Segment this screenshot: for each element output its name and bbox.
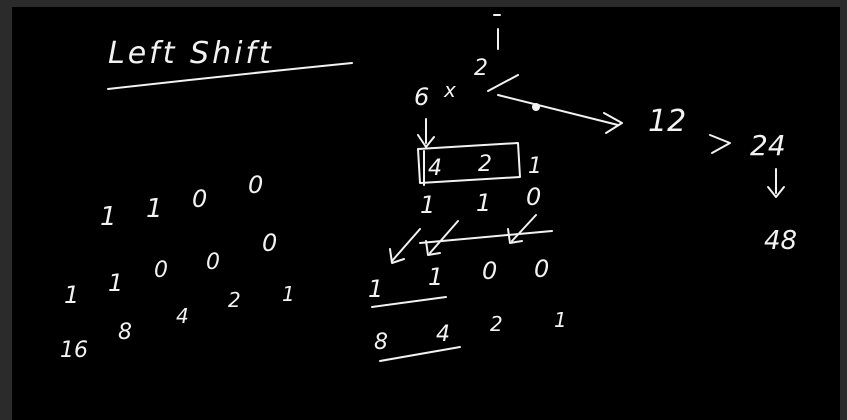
row-c-bit-1: 1: [476, 189, 491, 217]
weight-right-2: 2: [490, 312, 503, 336]
row-b-bit-1: 1: [108, 269, 123, 297]
expr-power: 2: [474, 56, 488, 81]
title-text: Left Shift: [108, 36, 274, 71]
weight-right-8: 8: [374, 330, 388, 355]
expr-times: x: [443, 78, 456, 102]
boxed-2: 2: [478, 152, 492, 177]
row-a-bit-3: 0: [248, 171, 263, 199]
row-a-bit-2: 0: [192, 185, 207, 213]
boxed-trailing: 1: [528, 154, 542, 179]
handwriting-layer: Left Shift 6 x 2 12 24 48 4 2 1: [60, 14, 797, 363]
weight-left-1: 1: [282, 282, 295, 306]
arrow-to-12: [497, 94, 623, 134]
row-d-underline: [371, 296, 447, 308]
strike-mark: [487, 74, 519, 92]
row-d-bit-3: 0: [534, 255, 549, 283]
row-c-bit-0: 1: [420, 191, 435, 219]
shift-arrow-2: [425, 220, 459, 256]
row-b-bit-0: 1: [64, 281, 79, 309]
expr-base: 6: [414, 83, 429, 111]
title-underline: [107, 62, 353, 90]
result-24: 24: [750, 129, 786, 162]
row-b-bit-2: 0: [154, 258, 168, 283]
shift-arrow-1: [389, 228, 421, 264]
weight-left-16: 16: [60, 338, 88, 363]
weight-left-4: 4: [176, 304, 189, 328]
row-c-bit-2: 0: [526, 183, 541, 211]
arrow-to-48: [767, 168, 785, 198]
row-b-bit-3: 0: [206, 250, 220, 275]
shift-arrow-3: [507, 214, 537, 244]
row-a-bit-0: 1: [100, 202, 117, 232]
boxed-4: 4: [428, 156, 442, 181]
weight-left-8: 8: [118, 320, 132, 345]
result-12: 12: [648, 104, 686, 139]
arrow-to-24: [709, 134, 731, 154]
weights-right-underline: [379, 346, 461, 362]
result-48: 48: [764, 226, 797, 256]
row-b-bit-4: 0: [262, 229, 277, 257]
row-d-bit-1: 1: [428, 263, 443, 291]
drawing-canvas[interactable]: Left Shift 6 x 2 12 24 48 4 2 1: [12, 7, 840, 420]
row-d-bit-2: 0: [482, 257, 497, 285]
weight-left-2: 2: [228, 288, 241, 312]
weight-right-1: 1: [554, 308, 567, 332]
row-a-bit-1: 1: [146, 194, 163, 224]
row-d-bit-0: 1: [368, 275, 383, 303]
boxed-bits-frame: [417, 142, 521, 184]
weight-right-4: 4: [436, 322, 450, 347]
shift-strike-line: [419, 230, 553, 244]
arrow-to-box: [417, 118, 435, 148]
